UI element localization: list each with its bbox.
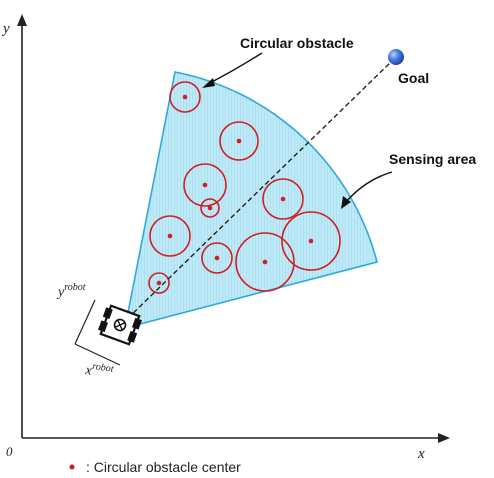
y-axis-arrowhead xyxy=(17,14,27,26)
legend-center-dot xyxy=(69,464,75,470)
obstacle xyxy=(183,163,227,207)
obstacle xyxy=(219,121,259,161)
arrow-icon xyxy=(202,52,263,88)
origin-label: 0 xyxy=(6,444,13,459)
obstacle-center xyxy=(214,255,220,261)
robot-x-label: xrobot xyxy=(83,360,114,382)
obstacle-center xyxy=(262,259,268,265)
obstacle-center xyxy=(308,238,314,244)
obstacle-centers xyxy=(156,94,314,286)
obstacle xyxy=(200,198,220,218)
robot-y-sup: robot xyxy=(64,282,86,293)
obstacle-callout-label: Circular obstacle xyxy=(240,35,354,51)
legend: : Circular obstacle center xyxy=(69,459,241,475)
obstacle-center xyxy=(236,138,242,144)
robot-y-label: yrobot xyxy=(56,282,86,300)
sensing-area xyxy=(123,71,378,330)
x-axis-label: x xyxy=(417,446,425,462)
robot-icon xyxy=(98,304,142,346)
sensing-callout-label: Sensing area xyxy=(389,151,476,167)
obstacle xyxy=(149,215,191,257)
obstacle-center xyxy=(167,233,173,239)
obstacle-center xyxy=(156,280,162,286)
y-axis-label: y xyxy=(1,21,10,37)
goal-marker xyxy=(388,49,404,65)
obstacles xyxy=(148,81,341,294)
obstacle xyxy=(262,178,304,220)
x-axis-arrowhead xyxy=(438,433,450,443)
robot-frame: yrobot xrobot xyxy=(56,282,121,382)
obstacle xyxy=(201,242,233,274)
legend-text: : Circular obstacle center xyxy=(86,459,241,475)
obstacle xyxy=(281,211,341,271)
obstacle-center xyxy=(202,182,208,188)
obstacle xyxy=(169,81,201,113)
robot-y-base: y xyxy=(56,285,65,300)
obstacle xyxy=(148,272,170,294)
goal-label: Goal xyxy=(398,70,429,86)
obstacle-center xyxy=(207,205,213,211)
obstacle-center xyxy=(280,196,286,202)
world-axes: y x 0 xyxy=(1,14,450,462)
robot-to-goal-line xyxy=(121,59,394,325)
arrow-icon xyxy=(341,171,393,209)
robot-x-base: x xyxy=(83,363,93,379)
obstacle xyxy=(235,232,295,292)
robot-x-sup: robot xyxy=(92,361,115,375)
obstacle-center xyxy=(182,94,188,100)
